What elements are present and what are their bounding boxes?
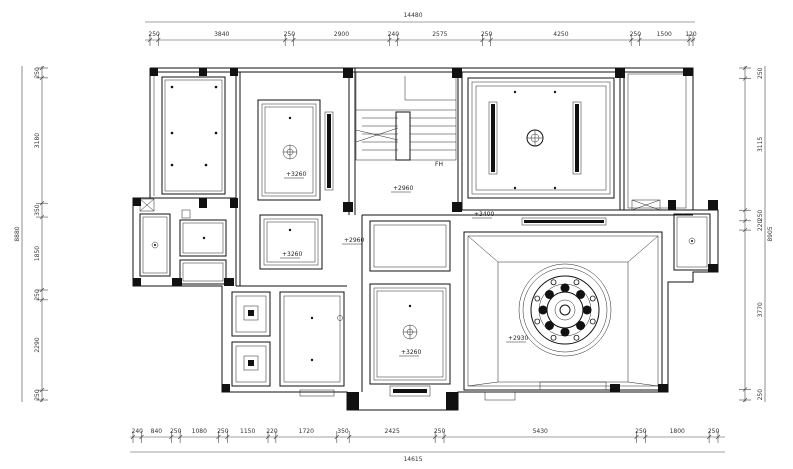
level-label-1: +3260: [286, 171, 306, 178]
dimension-label: 250: [34, 67, 41, 79]
dimension-label: 250: [635, 428, 647, 435]
room-2-ceiling: [257, 99, 321, 201]
dimension-label: 250: [757, 389, 764, 401]
dimension-label: 1850: [34, 246, 41, 261]
left-dimension-chain: 8880 250 3180 350 1850 250 2290 250: [14, 65, 48, 403]
dimension-label: 2290: [34, 337, 41, 352]
dimension-label: 250: [708, 428, 720, 435]
level-label-6: +3260: [401, 349, 421, 356]
bottom-total-dimension: 14615: [403, 456, 422, 463]
dimension-label: 220: [266, 428, 278, 435]
dimension-label: 1500: [657, 31, 672, 38]
level-label-3: +2960: [393, 185, 413, 192]
medallion-lobe: [538, 305, 548, 315]
dimension-label: 220: [757, 220, 764, 232]
dimension-label: 240: [388, 31, 400, 38]
room-1-ceiling: [161, 76, 226, 195]
dimension-label: 250: [757, 210, 764, 222]
medallion-ring-dot: [573, 334, 580, 341]
medallion-ring-dot: [573, 279, 580, 286]
stair-mark: FH: [435, 161, 443, 168]
right-bay: [673, 213, 711, 271]
dimension-label: 3770: [757, 302, 764, 317]
floor-plan: FH: [132, 67, 719, 411]
ceiling-medallion: [518, 263, 612, 357]
staircase: FH: [355, 71, 457, 168]
top-total-dimension: 14480: [403, 12, 422, 19]
room-4-ceiling: [467, 77, 615, 199]
dimension-label: 350: [337, 428, 349, 435]
room-8-ceiling: [463, 231, 663, 391]
dimension-label: 250: [481, 31, 493, 38]
dimension-label: 250: [434, 428, 446, 435]
ceiling-level-labels: +3260 +3260 +2960 +2960 +3400 +3260 +293…: [280, 171, 528, 357]
medallion-ring-dot: [589, 295, 596, 302]
top-dimension-chain: 14480 250 3840 250 2900 240 2575 250 4250 250 150…: [145, 12, 697, 46]
dimension-label: 2900: [334, 31, 349, 38]
small-room-1: [231, 291, 271, 337]
dimension-label: 1720: [299, 428, 314, 435]
dimension-label: 2425: [385, 428, 400, 435]
room-3-ceiling: [259, 214, 323, 270]
dimension-label: 2575: [432, 31, 447, 38]
medallion-lobe: [560, 327, 570, 337]
dimension-label: 3115: [757, 137, 764, 152]
structural-columns: [133, 68, 718, 410]
dimension-label: 3840: [214, 31, 229, 38]
dimension-label: 250: [284, 31, 296, 38]
dimension-label: 250: [148, 31, 160, 38]
medallion-ring-dot: [550, 334, 557, 341]
dimension-label: 1080: [192, 428, 207, 435]
dimension-label: 840: [151, 428, 163, 435]
level-label-4: +2960: [344, 237, 364, 244]
dimension-label: 250: [34, 389, 41, 401]
medallion-ring-dot: [534, 295, 541, 302]
bottom-dimension-chain: 240 840 250 1080 250 1150 220 1720 350 2425 250 543…: [130, 428, 725, 463]
medallion-ring-dot: [550, 279, 557, 286]
medallion-ring-dot: [534, 318, 541, 325]
right-total-dimension: 8905: [767, 226, 774, 241]
dimension-label: 240: [132, 428, 144, 435]
medallion-lobe: [544, 321, 554, 331]
dimension-label: 1150: [240, 428, 255, 435]
dimension-label: 4250: [553, 31, 568, 38]
medallion-lobe: [544, 289, 554, 299]
room-5-ceiling: [369, 220, 451, 272]
dimension-label: 1800: [670, 428, 685, 435]
level-label-2: +3260: [282, 251, 302, 258]
dimension-label: 120: [685, 31, 697, 38]
left-bay: [139, 213, 171, 277]
dimension-label: 250: [630, 31, 642, 38]
dimension-label: 250: [170, 428, 182, 435]
small-room-2: [231, 341, 271, 387]
dimension-label: 5430: [533, 428, 548, 435]
room-6-ceiling: [369, 283, 451, 385]
left-total-dimension: 8880: [14, 226, 21, 241]
medallion-lobe: [582, 305, 592, 315]
dimension-label: 350: [34, 204, 41, 216]
room-7-ceiling: [279, 291, 345, 387]
dimension-label: 3180: [34, 133, 41, 148]
level-label-7: +2930: [508, 335, 528, 342]
dimension-label: 250: [217, 428, 229, 435]
medallion-lobe: [560, 283, 570, 293]
medallion-ring-dot: [589, 318, 596, 325]
dimension-label: 250: [757, 67, 764, 79]
medallion-lobe: [576, 289, 586, 299]
corridor-box-1: [179, 219, 227, 257]
level-label-5: +3400: [474, 211, 494, 218]
dimension-label: 250: [34, 289, 41, 301]
medallion-lobe: [576, 321, 586, 331]
